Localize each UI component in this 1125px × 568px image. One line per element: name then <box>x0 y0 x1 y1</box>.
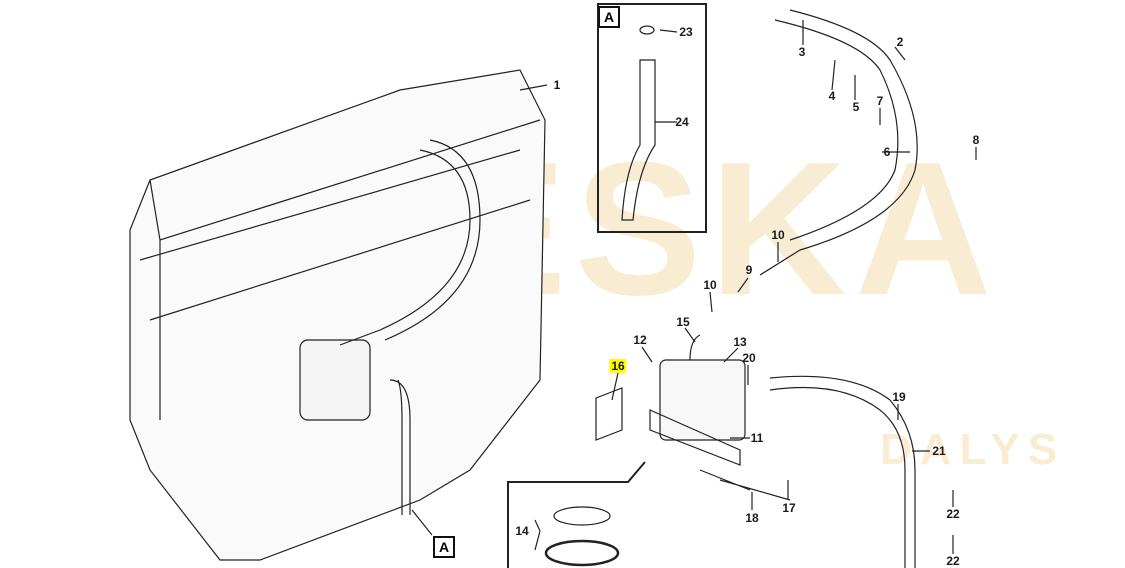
callout-7[interactable]: 7 <box>876 94 884 108</box>
callout-22b[interactable]: 22 <box>946 554 960 568</box>
callout-22a[interactable]: 22 <box>946 507 960 521</box>
callout-5[interactable]: 5 <box>852 100 860 114</box>
callout-10a[interactable]: 10 <box>771 228 785 242</box>
callout-14[interactable]: 14 <box>515 524 529 538</box>
callout-23[interactable]: 23 <box>679 25 693 39</box>
callout-21[interactable]: 21 <box>932 444 946 458</box>
callout-15[interactable]: 15 <box>676 315 690 329</box>
callout-13[interactable]: 13 <box>733 335 747 349</box>
engine-block-drawing <box>129 69 546 561</box>
callout-10b[interactable]: 10 <box>703 278 717 292</box>
callout-1[interactable]: 1 <box>553 78 561 92</box>
callout-11[interactable]: 11 <box>750 431 764 445</box>
callout-4[interactable]: 4 <box>828 89 836 103</box>
callout-3[interactable]: 3 <box>798 45 806 59</box>
callout-2[interactable]: 2 <box>896 35 904 49</box>
callout-12[interactable]: 12 <box>633 333 647 347</box>
callout-16-highlighted[interactable]: 16 <box>609 359 627 373</box>
callout-17[interactable]: 17 <box>782 501 796 515</box>
callout-24[interactable]: 24 <box>675 115 689 129</box>
callout-20[interactable]: 20 <box>742 351 756 365</box>
callout-18[interactable]: 18 <box>745 511 759 525</box>
callout-8[interactable]: 8 <box>972 133 980 147</box>
detail-a-label: A <box>598 6 620 28</box>
callout-9[interactable]: 9 <box>745 263 753 277</box>
detail-a-reference: A <box>433 536 455 558</box>
callout-19[interactable]: 19 <box>892 390 906 404</box>
callout-6[interactable]: 6 <box>883 145 891 159</box>
